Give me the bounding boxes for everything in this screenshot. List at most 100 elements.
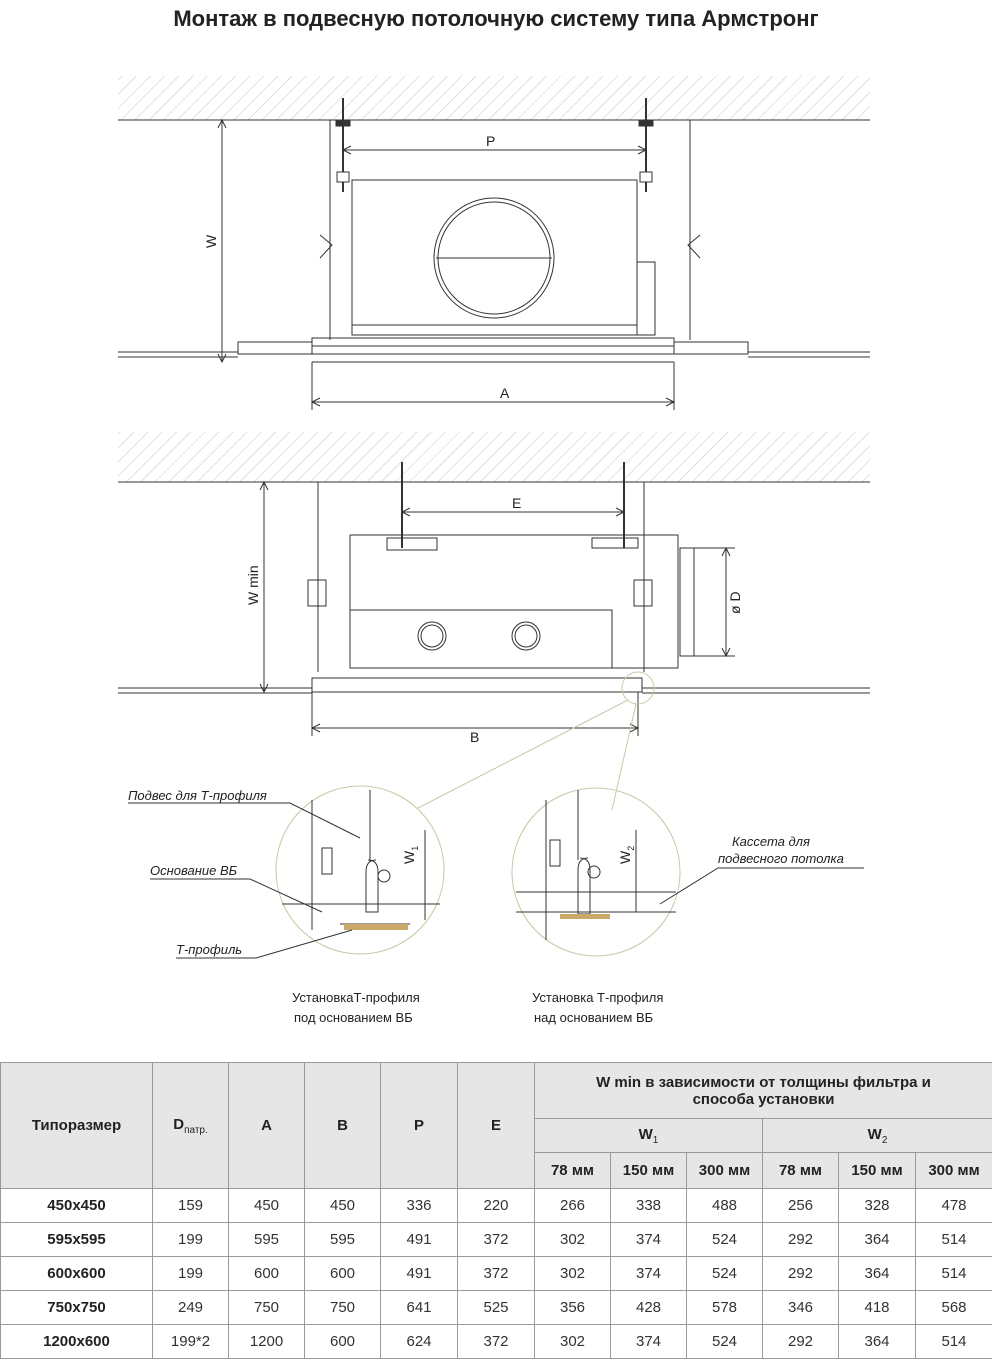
header-b: B	[304, 1062, 381, 1189]
callout-cassette-1: Кассета для	[732, 834, 810, 849]
table-cell: 266	[534, 1188, 611, 1223]
dim-label-d: ø D	[727, 591, 743, 614]
table-cell: 336	[380, 1188, 458, 1223]
table-cell: 491	[380, 1222, 458, 1257]
header-thickness: 300 мм	[686, 1152, 763, 1189]
header-w2: W2	[761, 1118, 992, 1153]
table-cell: 328	[838, 1188, 916, 1223]
table-cell: 302	[534, 1324, 611, 1359]
header-thickness: 300 мм	[914, 1152, 992, 1189]
ceiling-slab-side	[118, 432, 870, 482]
detail-marker	[621, 671, 655, 705]
table-cell: 256	[762, 1188, 839, 1223]
table-cell: 356	[534, 1290, 611, 1325]
side-view	[118, 432, 870, 736]
caption-right-2: над основанием ВБ	[534, 1010, 653, 1025]
header-thickness: 78 мм	[534, 1152, 611, 1189]
table-cell: 292	[762, 1256, 839, 1291]
table-cell: 1200	[228, 1324, 305, 1359]
callout-hanger: Подвес для Т-профиля	[128, 788, 267, 803]
table-cell: 364	[838, 1222, 916, 1257]
callout-tprofile: Т-профиль	[176, 942, 242, 957]
table-cell: 525	[457, 1290, 535, 1325]
dim-label-wmin: W min	[245, 565, 261, 605]
table-cell: 346	[762, 1290, 839, 1325]
table-cell: 595	[228, 1222, 305, 1257]
table-cell: 199*2	[152, 1324, 229, 1359]
top-view	[118, 76, 870, 410]
header-d: Dпатр.	[152, 1062, 229, 1189]
w1-label: W1	[401, 846, 420, 864]
table-cell: 624	[380, 1324, 458, 1359]
ceiling-slab-top	[118, 76, 870, 120]
table-cell: 199	[152, 1222, 229, 1257]
dimensions-table: Типоразмер Dпатр. A B P E W min в зависи…	[0, 1062, 992, 1359]
table-cell: 249	[152, 1290, 229, 1325]
header-e: E	[457, 1062, 535, 1189]
table-row-header: 1200x600	[0, 1324, 153, 1359]
table-cell: 600	[304, 1256, 381, 1291]
callout-cassette-2: подвесного потолка	[718, 851, 844, 866]
table-cell: 478	[914, 1188, 992, 1223]
callout-base: Основание ВБ	[150, 863, 238, 878]
table-cell: 750	[228, 1290, 305, 1325]
header-wmin: W min в зависимости от толщины фильтра и…	[533, 1062, 992, 1119]
table-cell: 491	[380, 1256, 458, 1291]
table-cell: 364	[838, 1256, 916, 1291]
table-cell: 199	[152, 1256, 229, 1291]
table-cell: 374	[610, 1222, 687, 1257]
table-cell: 374	[610, 1324, 687, 1359]
caption-left-1: УстановкаТ-профиля	[292, 990, 420, 1005]
table-cell: 568	[914, 1290, 992, 1325]
table-cell: 600	[228, 1256, 305, 1291]
header-a: A	[228, 1062, 305, 1189]
table-cell: 595	[304, 1222, 381, 1257]
table-cell: 428	[610, 1290, 687, 1325]
header-thickness: 150 мм	[838, 1152, 916, 1189]
table-cell: 450	[304, 1188, 381, 1223]
caption-left-2: под основанием ВБ	[294, 1010, 413, 1025]
table-cell: 292	[762, 1324, 839, 1359]
table-cell: 302	[534, 1222, 611, 1257]
dim-label-b: B	[470, 729, 479, 745]
table-row-header: 750x750	[0, 1290, 153, 1325]
table-cell: 364	[838, 1324, 916, 1359]
table-cell: 374	[610, 1256, 687, 1291]
header-p: P	[380, 1062, 458, 1189]
detail-right	[511, 787, 681, 957]
installation-drawing: P W A	[118, 76, 870, 1025]
table-cell: 488	[686, 1188, 763, 1223]
table-cell: 641	[380, 1290, 458, 1325]
unit-housing-top	[351, 179, 638, 336]
dim-label-a: A	[500, 385, 510, 401]
duct-outlet-circle	[433, 197, 555, 319]
table-cell: 450	[228, 1188, 305, 1223]
table-cell: 524	[686, 1324, 763, 1359]
header-thickness: 150 мм	[610, 1152, 687, 1189]
table-cell: 514	[914, 1256, 992, 1291]
unit-housing-side	[349, 534, 679, 669]
dim-label-w: W	[203, 234, 219, 248]
table-cell: 600	[304, 1324, 381, 1359]
table-cell: 302	[534, 1256, 611, 1291]
header-size: Типоразмер	[0, 1062, 153, 1189]
table-row-header: 450x450	[0, 1188, 153, 1223]
table-row-header: 595x595	[0, 1222, 153, 1257]
table-cell: 524	[686, 1256, 763, 1291]
table-cell: 372	[457, 1256, 535, 1291]
table-row-header: 600x600	[0, 1256, 153, 1291]
table-cell: 372	[457, 1222, 535, 1257]
table-cell: 220	[457, 1188, 535, 1223]
table-cell: 159	[152, 1188, 229, 1223]
grille-side	[311, 677, 643, 693]
table-cell: 524	[686, 1222, 763, 1257]
table-cell: 372	[457, 1324, 535, 1359]
table-cell: 514	[914, 1324, 992, 1359]
table-cell: 514	[914, 1222, 992, 1257]
caption-right-1: Установка Т-профиля	[532, 990, 663, 1005]
detail-left	[275, 785, 445, 955]
